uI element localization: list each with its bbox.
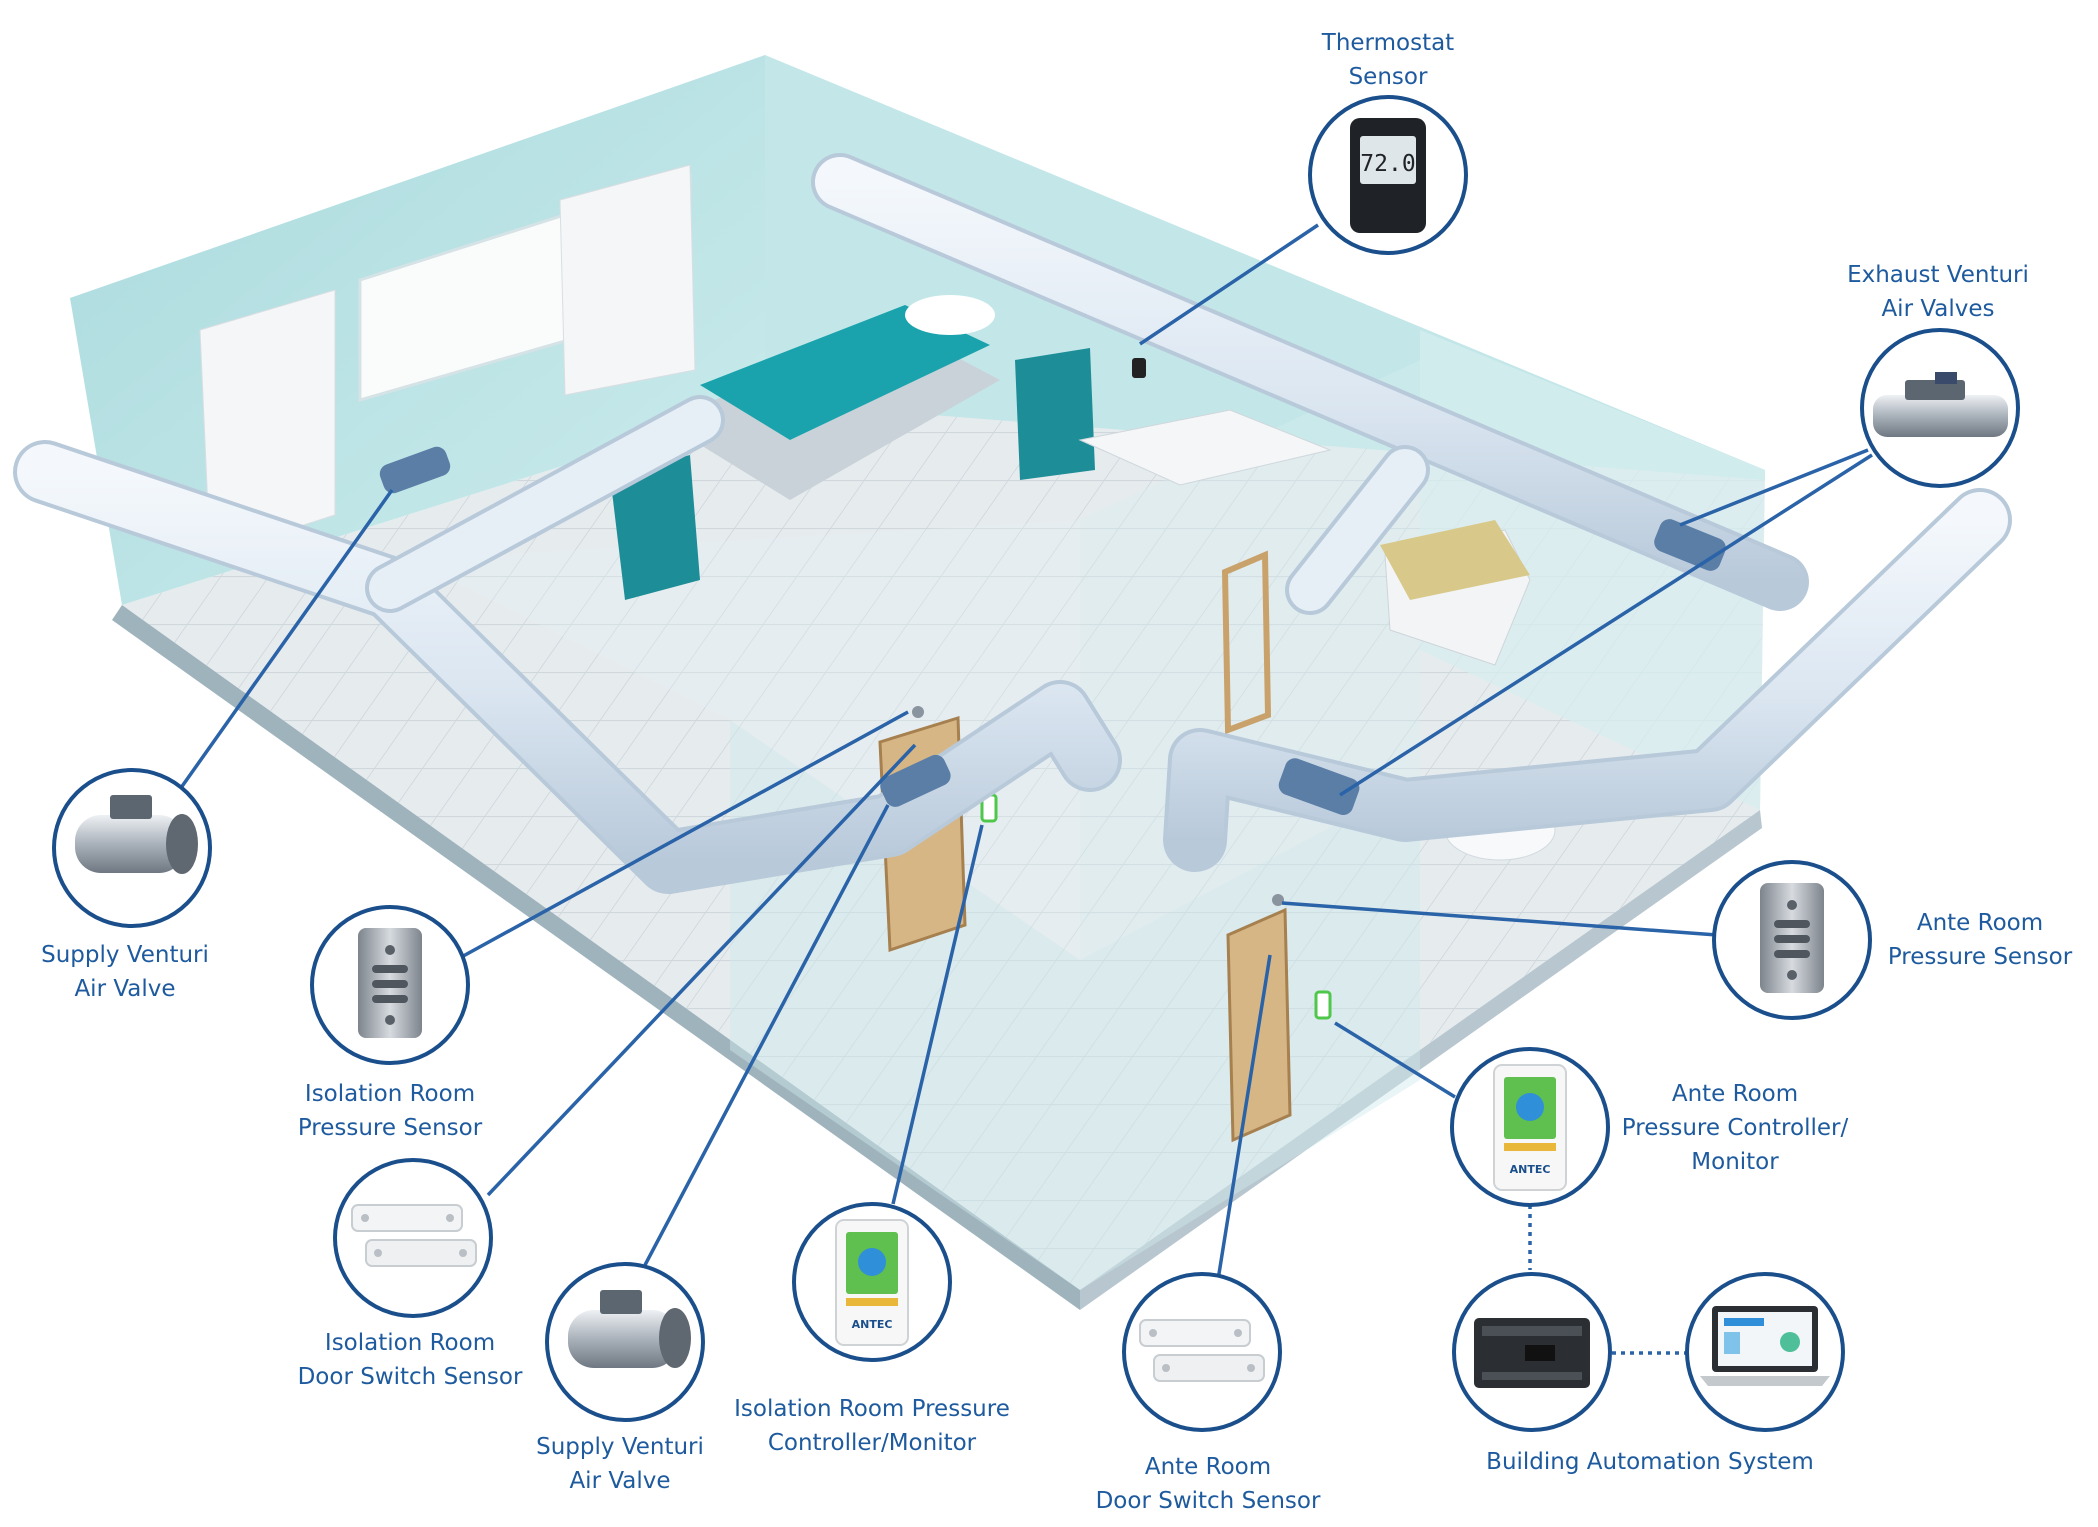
automation-controller-icon — [1474, 1318, 1590, 1388]
laptop-icon — [1700, 1306, 1830, 1386]
exhaust-valve-label: Exhaust Venturi Air Valves — [1847, 262, 2029, 322]
line-ante-controller — [1334, 1021, 1456, 1099]
pressure-controller-icon: ANTEC — [1493, 1064, 1567, 1191]
venturi-valve-icon — [75, 795, 198, 874]
slab-front-right — [1080, 810, 1762, 1310]
iso-pressure-sensor-circle — [310, 905, 470, 1065]
thermostat-icon: 72.0 — [1350, 118, 1426, 233]
ante-pressure-sensor-dot — [1272, 894, 1284, 906]
iso-door-switch-label: Isolation Room Door Switch Sensor — [297, 1330, 523, 1390]
line-thermostat — [1139, 223, 1319, 346]
iso-controller-circle: ANTEC — [792, 1202, 952, 1362]
supply-valve-center-on-duct — [880, 754, 951, 807]
counter — [1078, 409, 1332, 486]
iso-controller-label: Isolation Room Pressure Controller/Monit… — [734, 1396, 1010, 1456]
ante-monitor-small — [1314, 990, 1332, 1020]
room-model — [13, 55, 2012, 1310]
line-iso-controller — [891, 824, 984, 1205]
line-exhaust-2 — [1339, 453, 1873, 797]
curtain-right — [559, 164, 696, 396]
ante-door-switch-label: Ante Room Door Switch Sensor — [1095, 1454, 1321, 1514]
door-switch-icon — [351, 1204, 477, 1267]
bas-laptop-circle — [1685, 1272, 1845, 1432]
inner-door-frame — [1221, 550, 1272, 735]
ante-pressure-sensor-label: Ante Room Pressure Sensor — [1887, 910, 2073, 970]
thermostat-circle: 72.0 — [1308, 95, 1468, 255]
line-ante-pressure — [1281, 901, 1718, 937]
slab-front-left — [112, 605, 1080, 1310]
iso-controller-brand: ANTEC — [852, 1318, 893, 1331]
door-switch-icon — [1139, 1319, 1265, 1382]
supply-valve-left-on-duct — [379, 446, 451, 494]
bed-mattress — [700, 305, 990, 440]
cabinet-left — [610, 455, 700, 600]
line-iso-door — [486, 743, 917, 1197]
ante-door-switch-circle — [1122, 1272, 1282, 1432]
exhaust-valve2-on-duct — [1278, 758, 1360, 816]
pressure-controller-icon: ANTEC — [835, 1219, 909, 1346]
venturi-valve-icon — [1873, 372, 2008, 437]
ante-controller-circle: ANTEC — [1450, 1047, 1610, 1207]
device-circles: 72.0 — [52, 95, 2020, 1432]
line-supply-center — [643, 804, 890, 1266]
pressure-sensor-icon — [358, 928, 422, 1038]
iso-door-switch-circle — [333, 1158, 493, 1318]
supply-valve-center-label: Supply Venturi Air Valve — [536, 1434, 704, 1494]
glass-wall-iso — [410, 520, 1080, 960]
curtain-left — [199, 289, 336, 556]
iso-pressure-sensor-label: Isolation Room Pressure Sensor — [297, 1081, 483, 1141]
cabinet-right — [1015, 348, 1095, 480]
thermostat-small — [1132, 358, 1146, 378]
line-supply-left — [176, 488, 394, 794]
pressure-sensor-icon — [1760, 883, 1824, 993]
exhaust-valve-circle — [1860, 328, 2020, 488]
line-ante-door — [1216, 954, 1272, 1281]
callout-lines — [176, 223, 1873, 1355]
line-iso-pressure — [455, 710, 909, 962]
bas-controller-circle — [1452, 1272, 1612, 1432]
supply-valve-left-label: Supply Venturi Air Valve — [41, 942, 209, 1002]
ante-pressure-sensor-circle — [1712, 860, 1872, 1020]
supply-valve-center-circle — [545, 1262, 705, 1422]
supply-valve-left-circle — [52, 768, 212, 928]
iso-pressure-sensor-dot — [912, 706, 924, 718]
ductwork — [13, 153, 2012, 894]
venturi-valve-icon — [568, 1290, 691, 1368]
ante-controller-brand: ANTEC — [1510, 1163, 1551, 1176]
line-exhaust-1 — [1679, 448, 1869, 527]
bas-label: Building Automation System — [1486, 1449, 1814, 1475]
thermostat-label: Thermostat Sensor — [1321, 30, 1455, 90]
thermostat-display: 72.0 — [1360, 151, 1415, 177]
sink-top — [1380, 520, 1530, 600]
bed-pillow — [905, 295, 995, 335]
ante-controller-label: Ante Room Pressure Controller/ Monitor — [1621, 1081, 1849, 1175]
